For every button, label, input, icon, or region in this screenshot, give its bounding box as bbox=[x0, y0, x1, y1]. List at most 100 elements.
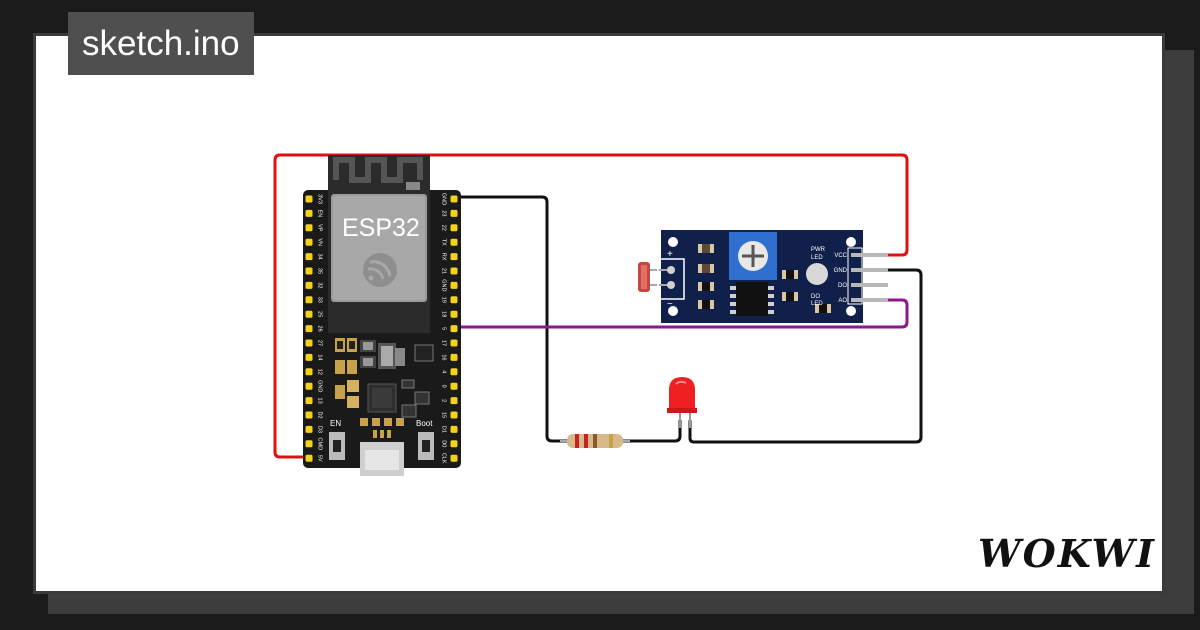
esp32-right-pin-tx[interactable] bbox=[450, 238, 458, 246]
esp32-left-pin-13[interactable] bbox=[305, 397, 313, 405]
esp32-left-pin-26[interactable] bbox=[305, 325, 313, 333]
esp32-right-pin-label: 22 bbox=[441, 225, 447, 231]
antenna-trace bbox=[333, 157, 423, 183]
esp32-board[interactable]: ESP32 bbox=[303, 155, 461, 476]
pwr-led-label-1: PWR bbox=[811, 247, 826, 253]
mount-hole bbox=[668, 237, 678, 247]
esp32-left-pin-label: GND bbox=[317, 380, 323, 392]
ldr-pin-ao[interactable] bbox=[851, 298, 888, 302]
ldr-pin-label: DO bbox=[838, 283, 847, 289]
esp32-left-pin-5v[interactable] bbox=[305, 454, 313, 462]
esp32-left-pin-27[interactable] bbox=[305, 339, 313, 347]
esp32-left-pin-12[interactable] bbox=[305, 368, 313, 376]
esp32-left-pin-35[interactable] bbox=[305, 267, 313, 275]
esp32-right-pin-0[interactable] bbox=[450, 382, 458, 390]
esp32-right-pin-17[interactable] bbox=[450, 339, 458, 347]
esp32-left-pin-cmd[interactable] bbox=[305, 440, 313, 448]
esp32-left-pin-34[interactable] bbox=[305, 253, 313, 261]
ldr-plus-label: + bbox=[667, 249, 673, 260]
esp32-left-pin-label: 27 bbox=[317, 340, 323, 346]
esp32-left-pin-gnd[interactable] bbox=[305, 382, 313, 390]
esp32-right-pin-2[interactable] bbox=[450, 397, 458, 405]
esp32-left-pin-32[interactable] bbox=[305, 281, 313, 289]
resistor[interactable] bbox=[560, 434, 630, 448]
esp32-left-pin-d2[interactable] bbox=[305, 411, 313, 419]
esp32-right-pin-gnd[interactable] bbox=[450, 281, 458, 289]
esp32-right-pin-label: 2 bbox=[441, 399, 447, 402]
simulation-canvas[interactable] bbox=[33, 33, 1165, 594]
esp32-left-pin-label: D2 bbox=[317, 411, 323, 418]
board-components bbox=[335, 338, 434, 426]
usb-port[interactable] bbox=[360, 430, 404, 476]
boot-button[interactable] bbox=[418, 432, 434, 460]
do-led-label-1: DO bbox=[811, 294, 820, 300]
esp32-right-pin-d0[interactable] bbox=[450, 440, 458, 448]
esp32-right-pin-label: D0 bbox=[441, 440, 447, 447]
esp32-right-pin-label: 19 bbox=[441, 297, 447, 303]
esp32-left-pin-vp[interactable] bbox=[305, 224, 313, 232]
ldr-pin-gnd[interactable] bbox=[851, 268, 888, 272]
ldr-footprint bbox=[657, 258, 685, 300]
esp32-left-pin-label: 32 bbox=[317, 282, 323, 288]
esp32-right-pin-15[interactable] bbox=[450, 411, 458, 419]
esp32-right-pin-d1[interactable] bbox=[450, 425, 458, 433]
red-led[interactable] bbox=[667, 377, 697, 428]
esp32-right-pin-22[interactable] bbox=[450, 224, 458, 232]
esp32-right-pin-label: CLK bbox=[441, 453, 447, 464]
esp32-left-pin-label: 34 bbox=[317, 254, 323, 260]
esp32-right-pin-16[interactable] bbox=[450, 353, 458, 361]
wire-led-ground[interactable] bbox=[688, 268, 923, 444]
esp32-right-pin-5[interactable] bbox=[450, 325, 458, 333]
esp32-left-pin-label: 35 bbox=[317, 268, 323, 274]
esp32-left-pin-label: CMD bbox=[317, 438, 323, 451]
esp32-left-pin-25[interactable] bbox=[305, 310, 313, 318]
module-pads bbox=[328, 305, 430, 333]
ldr-pin-label: VCC bbox=[834, 253, 847, 259]
esp32-right-pin-label: 5 bbox=[441, 327, 447, 330]
esp32-right-pin-label: RX bbox=[441, 253, 447, 261]
ldr-pin-vcc[interactable] bbox=[851, 253, 888, 257]
wire-power[interactable] bbox=[273, 153, 909, 459]
ldr-sensor-module[interactable]: + − PWR LED D bbox=[638, 230, 888, 323]
boot-button-label: Boot bbox=[416, 419, 433, 428]
esp32-left-pin-label: 25 bbox=[317, 311, 323, 317]
en-button[interactable] bbox=[329, 432, 345, 460]
esp32-right-pin-label: 23 bbox=[441, 210, 447, 216]
esp32-right-pin-label: GND bbox=[441, 193, 447, 205]
esp32-right-pin-label: 17 bbox=[441, 340, 447, 346]
file-tab[interactable]: sketch.ino bbox=[68, 12, 254, 75]
ldr-pin-do[interactable] bbox=[851, 283, 888, 287]
esp32-left-pin-label: 5V bbox=[317, 455, 323, 462]
potentiometer-knob[interactable] bbox=[729, 232, 777, 280]
esp32-right-pin-rx[interactable] bbox=[450, 253, 458, 261]
esp32-right-pin-23[interactable] bbox=[450, 209, 458, 217]
esp32-left-pin-d3[interactable] bbox=[305, 425, 313, 433]
esp32-left-pin-label: 33 bbox=[317, 297, 323, 303]
esp32-left-pin-vn[interactable] bbox=[305, 238, 313, 246]
esp32-right-pin-label: 18 bbox=[441, 311, 447, 317]
mount-hole bbox=[846, 237, 856, 247]
photoresistor[interactable] bbox=[638, 262, 668, 292]
comparator-chip bbox=[730, 282, 774, 316]
esp32-right-pin-clk[interactable] bbox=[450, 454, 458, 462]
esp32-left-pin-en[interactable] bbox=[305, 209, 313, 217]
esp32-right-pin-19[interactable] bbox=[450, 296, 458, 304]
esp32-left-pin-33[interactable] bbox=[305, 296, 313, 304]
pwr-led-label-2: LED bbox=[811, 255, 823, 261]
esp32-left-pin-14[interactable] bbox=[305, 353, 313, 361]
esp32-right-pin-label: 0 bbox=[441, 385, 447, 388]
wire-signal-ao[interactable] bbox=[452, 298, 909, 329]
wire-resistor-led[interactable] bbox=[621, 419, 682, 443]
esp32-right-pin-4[interactable] bbox=[450, 368, 458, 376]
en-button-label: EN bbox=[330, 419, 341, 428]
esp32-left-pin-label: 3V3 bbox=[317, 194, 323, 204]
wire-ground-resistor[interactable] bbox=[452, 195, 569, 443]
esp32-left-pin-3v3[interactable] bbox=[305, 195, 313, 203]
mount-hole bbox=[668, 306, 678, 316]
esp32-right-pin-18[interactable] bbox=[450, 310, 458, 318]
esp32-right-pin-gnd[interactable] bbox=[450, 195, 458, 203]
esp32-left-pin-label: D3 bbox=[317, 426, 323, 433]
esp32-right-pin-21[interactable] bbox=[450, 267, 458, 275]
